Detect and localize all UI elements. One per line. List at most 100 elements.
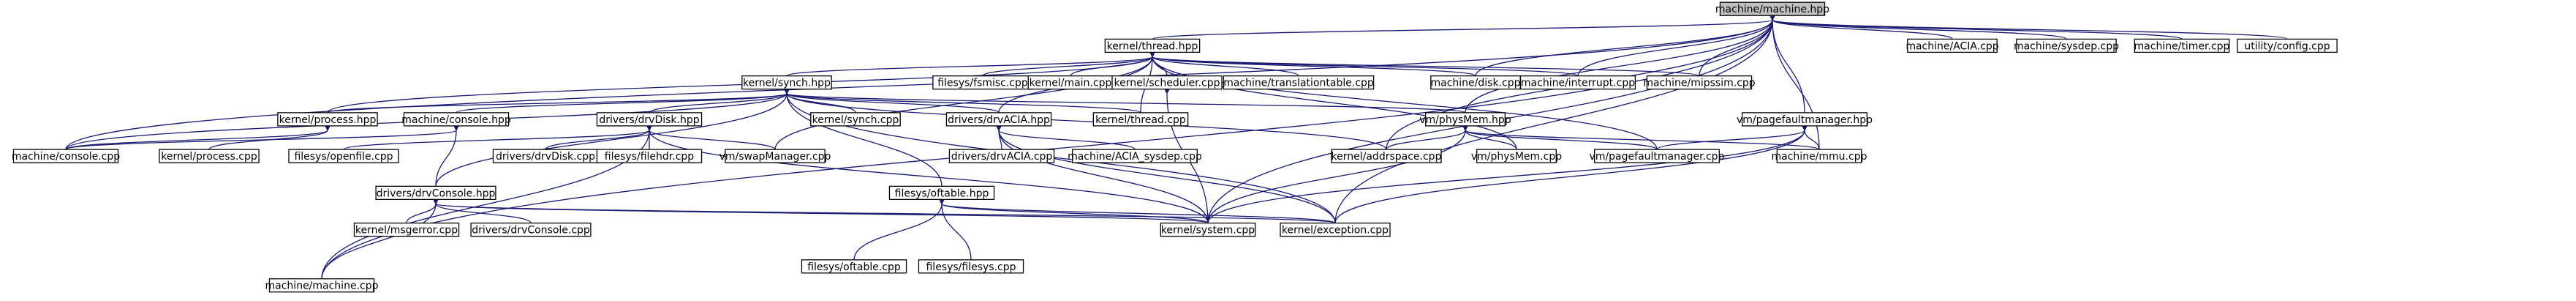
node-filesys-fsmisc-cpp[interactable]: filesys/fsmisc.cpp [932,75,1033,90]
node-machine-mmu-cpp[interactable]: machine/mmu.cpp [1772,149,1867,163]
node-label: kernel/thread.hpp [1107,40,1198,52]
edge-drivers-drvdisk-hpp-to-kernel-synch-hpp [649,86,792,114]
edge-machine-acia-sysdep-cpp-to-drivers-drvacia-hpp [994,122,1136,150]
node-box [1280,222,1391,237]
node-label: machine/timer.cpp [2134,40,2230,52]
node-vm-physmem-cpp[interactable]: vm/physMem.cpp [1471,149,1562,163]
node-machine-acia-cpp[interactable]: machine/ACIA.cpp [1905,38,1999,53]
node-kernel-exception-cpp[interactable]: kernel/exception.cpp [1280,222,1391,237]
edge-vm-physmem-cpp-to-vm-physmem-hpp [1461,122,1517,150]
node-box [12,149,119,163]
node-machine-timer-cpp[interactable]: machine/timer.cpp [2134,38,2230,53]
edge-kernel-process-hpp-to-kernel-synch-hpp [327,85,792,114]
node-box [1519,75,1636,90]
node-box [948,149,1055,163]
node-drivers-drvdisk-hpp[interactable]: drivers/drvDisk.hpp [596,112,703,127]
node-kernel-main-cpp[interactable]: kernel/main.cpp [1027,75,1114,90]
node-box [1741,112,1867,127]
node-drivers-drvconsole-cpp[interactable]: drivers/drvConsole.cpp [470,222,592,237]
node-filesys-openfile-cpp[interactable]: filesys/openfile.cpp [288,149,399,163]
node-kernel-thread-cpp[interactable]: kernel/thread.cpp [1092,112,1189,127]
node-drivers-drvconsole-hpp[interactable]: drivers/drvConsole.hpp [375,185,496,200]
node-label: machine/ACIA_sysdep.cpp [1068,151,1202,163]
node-label: vm/physMem.hpp [1419,114,1511,126]
node-label: drivers/drvConsole.cpp [472,225,590,237]
node-kernel-msgerror-cpp[interactable]: kernel/msgerror.cpp [353,222,460,237]
edge-utility-config-cpp-to-machine-machine-hpp [1767,12,2288,40]
node-filesys-ofttable-hpp[interactable]: filesys/oftable.hpp [888,185,995,200]
node-kernel-system-cpp[interactable]: kernel/system.cpp [1160,222,1256,237]
edge-kernel-synch-hpp-to-kernel-thread-hpp [786,48,1157,77]
node-filesys-filesys-cpp[interactable]: filesys/filesys.cpp [918,259,1024,274]
node-box [1425,112,1506,127]
node-kernel-process-hpp[interactable]: kernel/process.hpp [277,112,378,127]
node-box [1646,75,1753,90]
node-box [268,278,375,293]
node-kernel-thread-hpp[interactable]: kernel/thread.hpp [1104,38,1201,53]
edge-kernel-system-cpp-to-drivers-drvconsole-hpp [431,196,1209,224]
node-label: machine/console.hpp [401,114,511,126]
node-drivers-drvdisk-cpp[interactable]: drivers/drvDisk.cpp [492,149,599,163]
edge-filesys-filesys-cpp-to-filesys-ofttable-hpp [937,196,972,260]
node-machine-machine-hpp[interactable]: machine/machine.hpp [1715,1,1829,16]
node-machine-mipssim-cpp[interactable]: machine/mipssim.cpp [1643,75,1756,90]
edge-machine-mmu-cpp-to-vm-pagefaultmanager-hpp [1800,122,1820,150]
node-label: utility/config.cpp [2244,40,2330,52]
node-label: machine/machine.hpp [1715,4,1829,15]
node-box [725,149,826,163]
node-drivers-drvacia-cpp[interactable]: drivers/drvACIA.cpp [948,149,1055,163]
node-label: vm/swapManager.cpp [719,151,831,163]
node-kernel-addrspace-cpp[interactable]: kernel/addrspace.cpp [1331,149,1442,163]
node-kernel-synch-hpp[interactable]: kernel/synch.hpp [741,75,832,90]
edge-machine-disk-cpp-to-kernel-thread-hpp [1147,48,1476,77]
node-box [1104,38,1201,53]
node-machine-console-hpp[interactable]: machine/console.hpp [401,112,511,127]
node-box [1476,149,1557,163]
edge-machine-console-cpp-to-machine-console-hpp [65,122,461,150]
node-vm-pagefaultmanager-hpp[interactable]: vm/pagefaultmanager.hpp [1737,112,1873,127]
node-machine-translationtable-cpp[interactable]: machine/translationtable.cpp [1223,75,1375,90]
node-box [277,112,378,127]
node-vm-physmem-hpp[interactable]: vm/physMem.hpp [1419,112,1511,127]
node-machine-sysdep-cpp[interactable]: machine/sysdep.cpp [2014,38,2119,53]
node-vm-pagefaultmanager-cpp[interactable]: vm/pagefaultmanager.cpp [1590,149,1725,163]
node-label: machine/interrupt.cpp [1521,78,1635,89]
edge-kernel-addrspace-cpp-to-kernel-synch-hpp [782,85,1387,150]
node-label: drivers/drvACIA.cpp [951,151,1053,163]
edge-machine-sysdep-cpp-to-machine-machine-hpp [1767,12,2067,40]
node-drivers-drvacia-hpp[interactable]: drivers/drvACIA.hpp [945,112,1052,127]
node-machine-console-cpp[interactable]: machine/console.cpp [12,149,120,163]
edge-kernel-thread-cpp-to-kernel-synch-hpp [782,85,1141,114]
node-label: machine/disk.cpp [1431,78,1521,89]
node-machine-interrupt-cpp[interactable]: machine/interrupt.cpp [1519,75,1636,90]
node-kernel-scheduler-cpp[interactable]: kernel/scheduler.cpp [1111,75,1223,90]
edge-vm-pagefaultmanager-cpp-to-vm-pagefaultmanager-hpp [1656,122,1810,150]
node-label: machine/mmu.cpp [1772,151,1867,163]
node-label: kernel/addrspace.cpp [1332,151,1442,163]
node-vm-swapmanager-cpp[interactable]: vm/swapManager.cpp [719,149,831,163]
edge-kernel-exception-cpp-to-filesys-ofttable-hpp [937,196,1336,224]
node-label: vm/pagefaultmanager.cpp [1590,151,1725,163]
node-label: filesys/oftable.cpp [807,261,901,273]
node-label: machine/console.cpp [12,151,120,163]
node-filesys-oftable-cpp[interactable]: filesys/oftable.cpp [801,259,907,274]
node-box [1907,38,1998,53]
node-utility-config-cpp[interactable]: utility/config.cpp [2237,38,2338,53]
node-box [1593,149,1720,163]
node-machine-disk-cpp[interactable]: machine/disk.cpp [1430,75,1521,90]
node-kernel-synch-cpp[interactable]: kernel/synch.cpp [810,112,901,127]
node-machine-acia-sysdep-cpp[interactable]: machine/ACIA_sysdep.cpp [1068,149,1202,163]
edge-machine-console-cpp-to-kernel-process-hpp [65,122,333,150]
node-label: kernel/process.hpp [279,114,377,126]
edge-kernel-system-cpp-to-filesys-ofttable-hpp [937,196,1209,224]
node-kernel-process-cpp[interactable]: kernel/process.cpp [159,149,260,163]
node-machine-machine-cpp[interactable]: machine/machine.cpp [265,278,379,293]
edge-machine-timer-cpp-to-machine-machine-hpp [1767,12,2183,40]
node-filesys-filehdr-cpp[interactable]: filesys/filehdr.cpp [596,149,703,163]
node-label: machine/sysdep.cpp [2014,40,2119,52]
node-label: vm/physMem.cpp [1471,151,1562,163]
edge-kernel-thread-hpp-to-machine-machine-hpp [1152,12,1778,40]
edge-kernel-exception-cpp-to-vm-pagefaultmanager-hpp [1334,122,1809,223]
node-box [470,222,592,237]
